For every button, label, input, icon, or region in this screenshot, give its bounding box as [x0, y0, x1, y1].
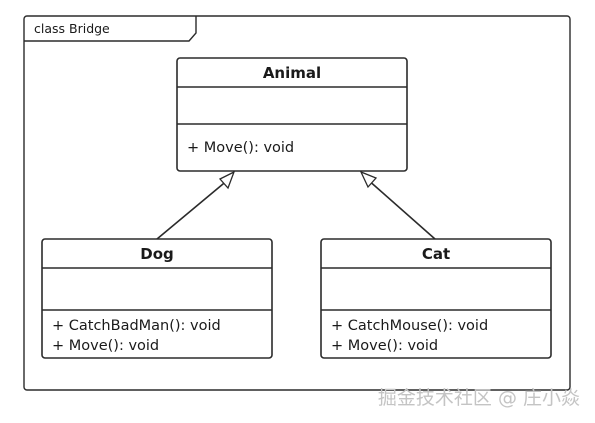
generalization-dog-animal [156, 170, 236, 240]
operation: + Move(): void [331, 338, 438, 354]
class-name: Animal [263, 64, 321, 82]
class-animal[interactable]: Animal + Move(): void [176, 57, 408, 172]
operation: + CatchMouse(): void [331, 318, 488, 334]
frame-title: class Bridge [34, 21, 110, 36]
class-box [41, 238, 273, 359]
relation-line [156, 178, 230, 240]
hollow-triangle-arrowhead [218, 170, 236, 190]
class-name: Dog [140, 245, 174, 263]
watermark-text: 掘金技术社区 @ 庄小焱 [378, 387, 580, 409]
relation-line [366, 178, 436, 240]
hollow-triangle-arrowhead [359, 170, 378, 189]
class-dog[interactable]: Dog + CatchBadMan(): void + Move(): void [41, 238, 273, 359]
operation: + Move(): void [52, 338, 159, 354]
frame-title-tab [24, 16, 197, 42]
class-cat[interactable]: Cat + CatchMouse(): void + Move(): void [320, 238, 552, 359]
class-name: Cat [422, 245, 450, 263]
class-box [320, 238, 552, 359]
operation: + CatchBadMan(): void [52, 318, 221, 334]
class-box [176, 57, 408, 172]
generalization-cat-animal [359, 170, 436, 240]
operation: + Move(): void [187, 140, 294, 156]
